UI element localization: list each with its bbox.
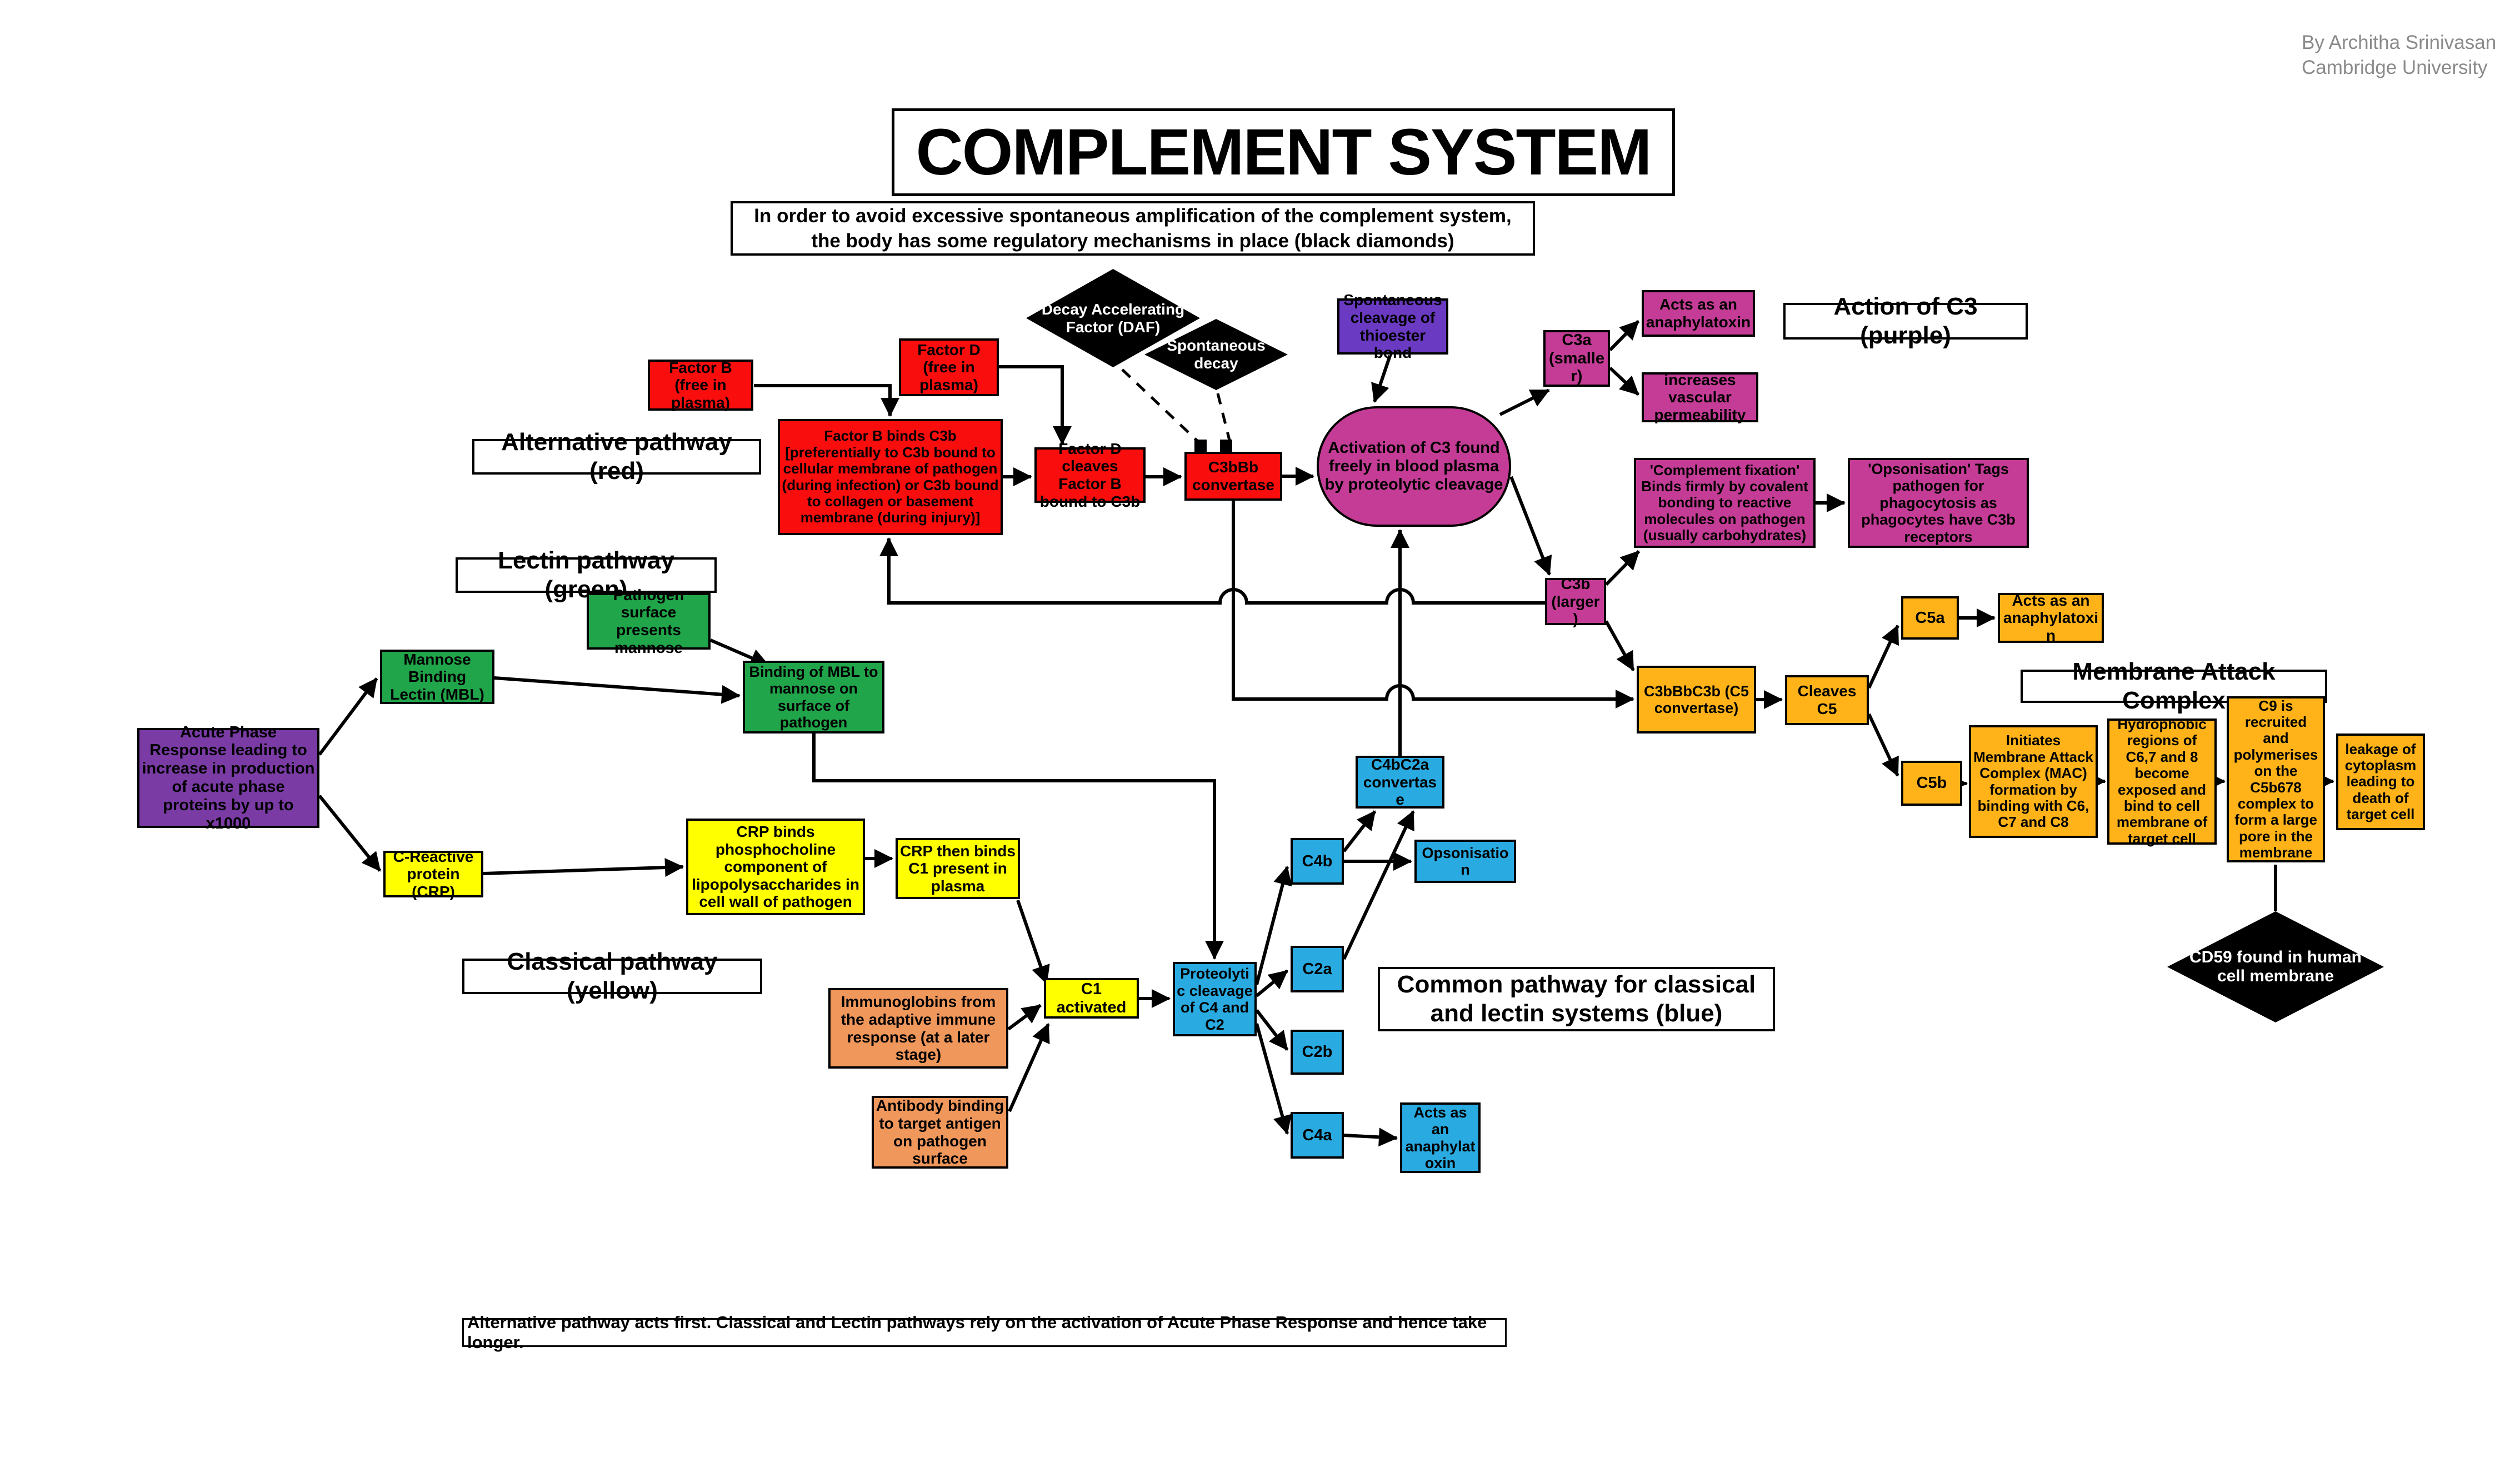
edge-c3b-to-c5-convertase (1604, 620, 1635, 671)
alternative-pathway-label: Alternative pathway (red) (472, 428, 761, 485)
c1-activated: C1 activated (1044, 978, 1139, 1019)
edge-c3a-to-anaphylatoxin (1608, 320, 1640, 352)
c5b: C5b (1901, 761, 1962, 806)
c9-recruited: C9 is recruited and polymerises on the C… (2227, 696, 2325, 862)
c2b: C2b (1291, 1030, 1344, 1075)
edge-c3b-feedback-to-factor-b-binds (879, 537, 1545, 605)
regulatory-note-line2: the body has some regulatory mechanisms … (811, 230, 1454, 252)
crp-then-binds-c1: CRP then binds C1 present in plasma (896, 838, 1020, 899)
c4a: C4a (1291, 1112, 1344, 1159)
edge-c4b-to-c4bc2a (1342, 810, 1377, 852)
edge-mbl-to-binding (494, 676, 741, 704)
daf-connector-square (1194, 440, 1207, 452)
opsonisation-c3b: 'Opsonisation' Tags pathogen for phagocy… (1848, 458, 2029, 548)
edge-factor-b-free-to-binds (754, 384, 899, 417)
regulatory-note: In order to avoid excessive spontaneous … (731, 201, 1535, 256)
crp-binds-phosphocholine: CRP binds phosphocholine component of li… (686, 819, 865, 915)
edge-c4a-to-anaphylatoxin (1343, 1127, 1398, 1147)
c3bbb-convertase: C3bBb convertase (1184, 452, 1282, 501)
classical-pathway-label: Classical pathway (yellow) (462, 948, 762, 1004)
factor-b-binds-c3b: Factor B binds C3b [preferentially to C3… (778, 419, 1003, 535)
edge-proteolytic-to-c2a (1256, 969, 1288, 997)
antibody-binding: Antibody binding to target antigen on pa… (872, 1096, 1008, 1169)
mbl: Mannose Binding Lectin (MBL) (380, 650, 494, 704)
cleaves-c5: Cleaves C5 (1785, 675, 1869, 725)
edge-c3b-to-complement-fixation (1604, 550, 1641, 586)
immunoglobins: Immunoglobins from the adaptive immune r… (828, 988, 1008, 1069)
edge-c3a-to-vascular (1608, 366, 1640, 396)
edge-factor-d-free-to-cleaves (999, 365, 1072, 445)
hydrophobic-regions: Hydrophobic regions of C6,7 and 8 become… (2107, 716, 2217, 846)
page-title-text: COMPLEMENT SYSTEM (916, 116, 1652, 189)
pathogen-mannose: Pathogen surface presents mannose (587, 586, 711, 656)
decay-connector-square (1220, 440, 1232, 452)
c4b: C4b (1291, 838, 1344, 885)
proteolytic-cleavage: Proteolytic cleavage of C4 and C2 (1173, 962, 1257, 1036)
acts-as-anaphylatoxin-c5a: Acts as an anaphylatoxin (1998, 592, 2104, 644)
edge-proteolytic-to-c2b (1255, 1009, 1289, 1051)
action-of-c3-label: Action of C3 (purple) (1783, 293, 2028, 349)
c2a: C2a (1291, 946, 1344, 992)
c3b-larger: C3b (larger) (1545, 575, 1606, 627)
edge-cleaves-to-c5a (1867, 625, 1899, 689)
acute-phase-response: Acute Phase Response leading to increase… (137, 723, 319, 832)
factor-d-cleaves: Factor D cleaves Factor B bound to C3b (1034, 440, 1146, 510)
edge-activation-to-c3b (1509, 476, 1552, 576)
c5a: C5a (1901, 596, 1959, 640)
acts-as-anaphylatoxin-c4a: Acts as an anaphylatoxin (1400, 1102, 1481, 1173)
lectin-pathway-label: Lectin pathway (green) (456, 547, 717, 603)
edge-crp-to-crp-binds (483, 858, 684, 877)
edge-spontaneous-decay-dashed (1216, 393, 1232, 443)
acts-as-anaphylatoxin-c3a: Acts as an anaphylatoxin (1642, 290, 1755, 337)
footnote-text: Alternative pathway acts first. Classica… (467, 1313, 1487, 1352)
increases-vascular-permeability: increases vascular permeability (1642, 371, 1758, 423)
edge-acute-to-mbl (318, 677, 378, 756)
edge-daf-dashed (1121, 368, 1200, 443)
complement-fixation: 'Complement fixation' Binds firmly by co… (1634, 458, 1816, 548)
binding-of-mbl: Binding of MBL to mannose on surface of … (743, 661, 884, 734)
common-pathway-label: Common pathway for classical and lectin … (1378, 967, 1775, 1031)
footnote: Alternative pathway acts first. Classica… (462, 1313, 1507, 1352)
edge-crp-then-to-c1 (1016, 900, 1050, 985)
edge-acute-to-crp (318, 795, 382, 872)
edge-thioester-to-activation (1371, 355, 1392, 403)
c5-convertase: C3bBbC3b (C5 convertase) (1637, 666, 1756, 734)
thioester-cleavage: Spontaneous cleavage of thioester bond (1337, 291, 1448, 361)
leakage-cytoplasm: leakage of cytoplasm leading to death of… (2336, 734, 2425, 830)
author-affiliation: Cambridge University (2302, 56, 2488, 78)
edge-proteolytic-to-c4a (1255, 1023, 1292, 1135)
author-credit: By Architha Srinivasan Cambridge Univers… (2302, 31, 2496, 81)
edge-c2a-to-c4bc2a (1342, 810, 1415, 960)
opsonisation-c4b: Opsonisation (1414, 840, 1516, 883)
initiates-mac: Initiates Membrane Attack Complex (MAC) … (1969, 725, 2098, 838)
edge-immunoglobins-to-c1 (1007, 1004, 1042, 1031)
edge-proteolytic-to-c4b (1255, 866, 1292, 985)
factor-b-free: Factor B (free in plasma) (648, 359, 753, 411)
c4bc2a-convertase: C4bC2a convertase (1356, 756, 1444, 809)
c3a-smaller: C3a (smaller) (1543, 330, 1610, 387)
crp: C-Reactive protein (CRP) (383, 848, 483, 900)
activation-of-c3: Activation of C3 found freely in blood p… (1317, 406, 1511, 527)
edge-antibody-to-c1 (1008, 1023, 1050, 1112)
author-name: By Architha Srinivasan (2302, 32, 2497, 53)
edge-binding-to-proteolytic (812, 734, 1224, 960)
regulatory-note-line1: In order to avoid excessive spontaneous … (754, 204, 1512, 227)
page-title: COMPLEMENT SYSTEM (892, 108, 1675, 196)
edge-cleaves-to-c5b (1867, 713, 1899, 777)
edge-activation-to-c3a (1499, 388, 1550, 416)
factor-d-free: Factor D (free in plasma) (899, 338, 999, 396)
